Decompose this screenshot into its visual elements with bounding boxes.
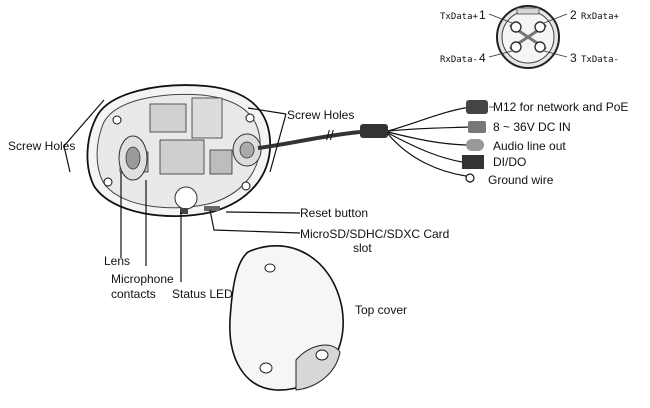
ground-wire-label: Ground wire (488, 173, 554, 187)
labels: Screw Holes Screw Holes M12 for network … (8, 100, 628, 317)
pin-2-icon (534, 21, 546, 33)
cable-assembly: // (257, 100, 488, 183)
screw-holes-left-label: Screw Holes (8, 139, 75, 153)
pin-1-name: TxData+ (440, 12, 479, 22)
m12-label: M12 for network and PoE (493, 100, 628, 114)
dc-in-label: 8 ~ 36V DC IN (493, 120, 571, 134)
dido-label: DI/DO (493, 155, 526, 169)
audio-jack-icon (466, 139, 484, 151)
pin-1-number: 1 (479, 8, 486, 22)
reset-button-label: Reset button (300, 206, 368, 220)
dc-jack-icon (468, 121, 486, 133)
pin-2-number: 2 (570, 8, 577, 22)
reset-button-icon (180, 208, 188, 214)
sd-slot-label: MicroSD/SDHC/SDXC Card (300, 227, 449, 241)
pin-2-name: RxData+ (581, 12, 620, 22)
microphone-contacts-label: Microphone (111, 272, 174, 286)
camera-base (86, 84, 271, 217)
microphone-contacts-label-line2: contacts (111, 287, 156, 301)
svg-text://: // (326, 127, 334, 143)
dido-terminal-icon (462, 155, 484, 169)
pin-3-name: TxData- (581, 55, 619, 65)
pin-4-name: RxData- (440, 55, 478, 65)
screw-hole-icon (103, 177, 113, 187)
pin-4-icon (510, 41, 522, 53)
screw-hole-icon (241, 181, 251, 191)
screw-holes-top-label: Screw Holes (287, 108, 354, 122)
m12-connector-pinout: TxData+ 1 2 RxData+ 3 TxData- RxData- 4 (440, 5, 620, 69)
pin-3-icon (534, 41, 546, 53)
sd-slot-label-line2: slot (353, 241, 372, 255)
leader-lines (63, 99, 494, 282)
pin-3-number: 3 (570, 51, 577, 65)
status-led-label: Status LED (172, 287, 233, 301)
screw-hole-icon (245, 113, 255, 123)
top-cover-label: Top cover (355, 303, 407, 317)
screw-hole-icon (112, 115, 122, 125)
status-led-icon (174, 186, 198, 210)
ground-ring-icon (465, 173, 475, 183)
audio-out-label: Audio line out (493, 139, 566, 153)
sd-card-slot-icon (204, 206, 220, 211)
lens-label: Lens (104, 254, 130, 268)
pin-1-icon (510, 21, 522, 33)
pin-4-number: 4 (479, 51, 486, 65)
top-cover (229, 245, 344, 391)
m12-plug-icon (466, 100, 488, 114)
